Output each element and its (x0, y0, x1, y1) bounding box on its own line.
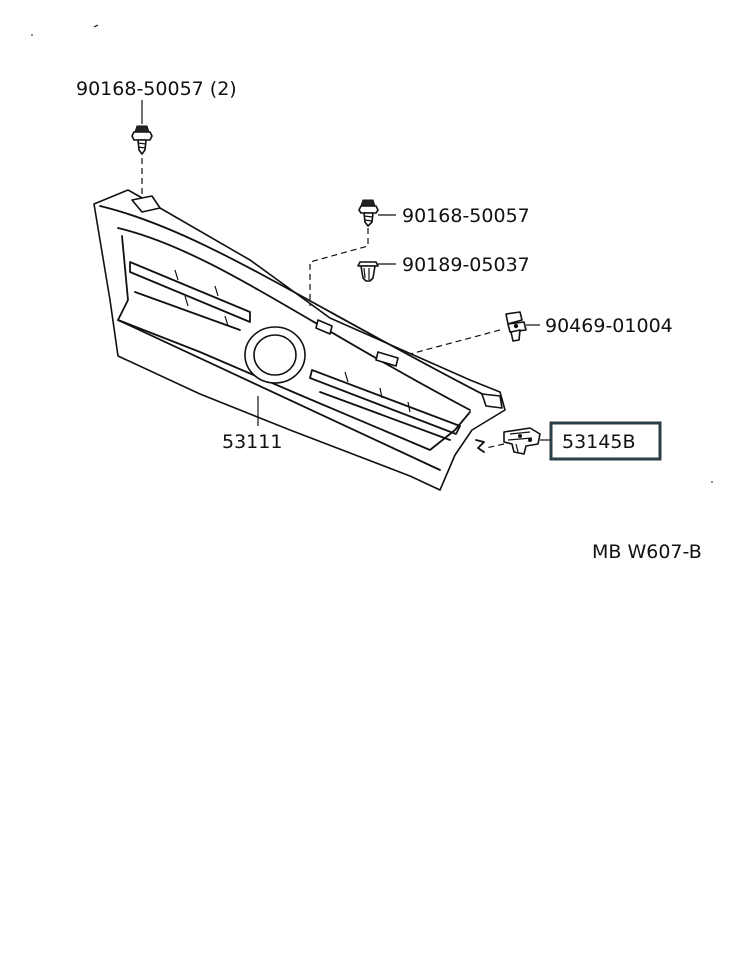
label-clip-nut[interactable]: 90189-05037 (402, 254, 530, 276)
clip-nut-icon (357, 261, 379, 282)
label-diagram-code: MB W607-B (592, 541, 702, 563)
bracket-highlight-box[interactable] (549, 421, 662, 461)
leader-dash-fastener-grille (409, 329, 501, 355)
leader-dash-bracket-grille (485, 443, 505, 449)
label-clip-fastener[interactable]: 90469-01004 (545, 315, 673, 337)
clip-fastener-icon (505, 311, 527, 342)
grille-mount-mark (475, 439, 485, 453)
grille-icon (93, 189, 506, 491)
screw-right-icon (358, 199, 379, 227)
leader-dash-screw-grille (309, 228, 369, 306)
stray-marks (31, 24, 713, 483)
label-grille[interactable]: 53111 (222, 431, 282, 453)
label-clip-top-left[interactable]: 90168-50057 (2) (76, 78, 237, 100)
label-bracket[interactable]: 53145B (562, 431, 635, 453)
bracket-icon (503, 427, 541, 455)
label-screw-right[interactable]: 90168-50057 (402, 205, 530, 227)
screw-top-left-icon (131, 100, 153, 155)
